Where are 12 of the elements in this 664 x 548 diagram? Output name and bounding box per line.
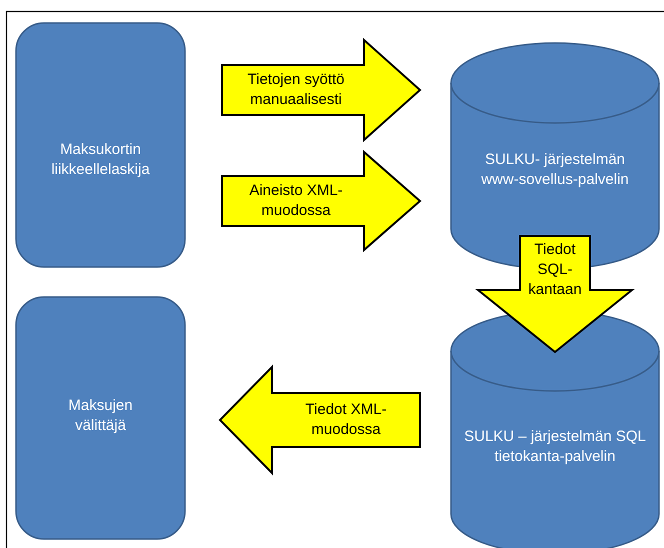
block-arrow [221,38,422,142]
block-arrow [221,150,422,252]
edge-label: Tiedot SQL-kantaan [527,240,583,300]
node-label: Maksukortin liikkeellelaskija [50,140,151,180]
node-label: Maksujen välittäjä [67,396,134,436]
block-arrow [218,364,421,476]
edge-label: Aineisto XML-muodossa [248,181,344,221]
edge-label: Tietojen syöttö manuaalisesti [246,70,346,110]
block-arrow [475,235,635,354]
node-label: SULKU – järjestelmän SQL tietokanta-palvelin [463,427,647,467]
edge-label: Tiedot XML-muodossa [304,400,388,440]
node-label: SULKU- järjestelmän www-sovellus-palvelin [480,150,630,190]
